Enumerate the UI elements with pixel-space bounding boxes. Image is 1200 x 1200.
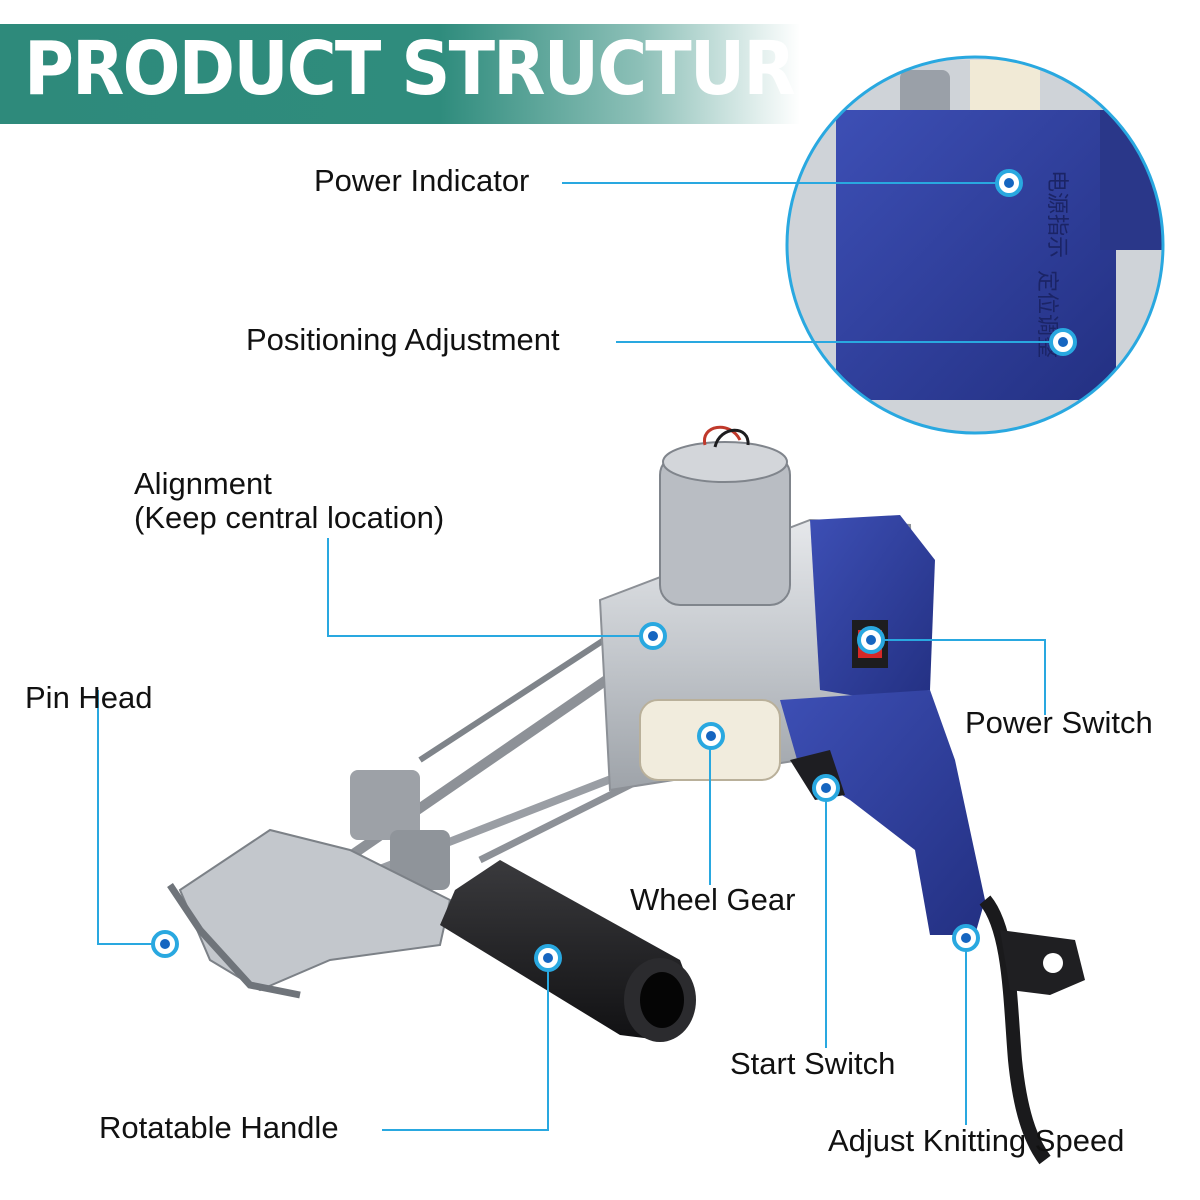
label-rotatable-handle: Rotatable Handle <box>99 1110 339 1145</box>
marker-alignment <box>639 622 667 650</box>
marker-dots <box>151 169 1077 972</box>
marker-rotatable-handle <box>534 944 562 972</box>
leader-pin-head <box>97 690 160 945</box>
label-start-switch: Start Switch <box>730 1046 896 1081</box>
marker-power-switch <box>857 626 885 654</box>
tufting-gun <box>167 425 1085 1165</box>
page-title: PRODUCT STRUCTURE <box>24 26 840 112</box>
pin-head <box>167 883 301 999</box>
marker-wheel-gear <box>697 722 725 750</box>
marker-start-switch <box>812 774 840 802</box>
svg-text:电源指示: 电源指示 <box>1044 170 1069 258</box>
label-pin-head: Pin Head <box>25 680 153 715</box>
label-alignment: Alignment <box>134 466 272 501</box>
label-power-switch: Power Switch <box>965 705 1153 740</box>
leader-rotatable-handle <box>382 960 549 1131</box>
label-positioning-adjustment: Positioning Adjustment <box>246 322 560 357</box>
marker-power-indicator <box>995 169 1023 197</box>
marker-adjust-speed <box>952 924 980 952</box>
zoom-inset: 电源指示 定位调整 <box>785 55 1165 435</box>
label-power-indicator: Power Indicator <box>314 163 530 198</box>
leader-alignment <box>327 538 645 637</box>
marker-pin-head <box>151 930 179 958</box>
label-wheel-gear: Wheel Gear <box>630 882 796 917</box>
marker-positioning-adjustment <box>1049 328 1077 356</box>
title-banner <box>0 24 800 124</box>
leader-lines <box>97 182 1060 1131</box>
control-box <box>836 110 1116 400</box>
grip <box>780 690 985 935</box>
label-adjust-knitting-speed: Adjust Knitting Speed <box>828 1123 1125 1158</box>
leader-power-switch <box>872 639 1046 715</box>
label-alignment-note: (Keep central location) <box>134 500 445 535</box>
